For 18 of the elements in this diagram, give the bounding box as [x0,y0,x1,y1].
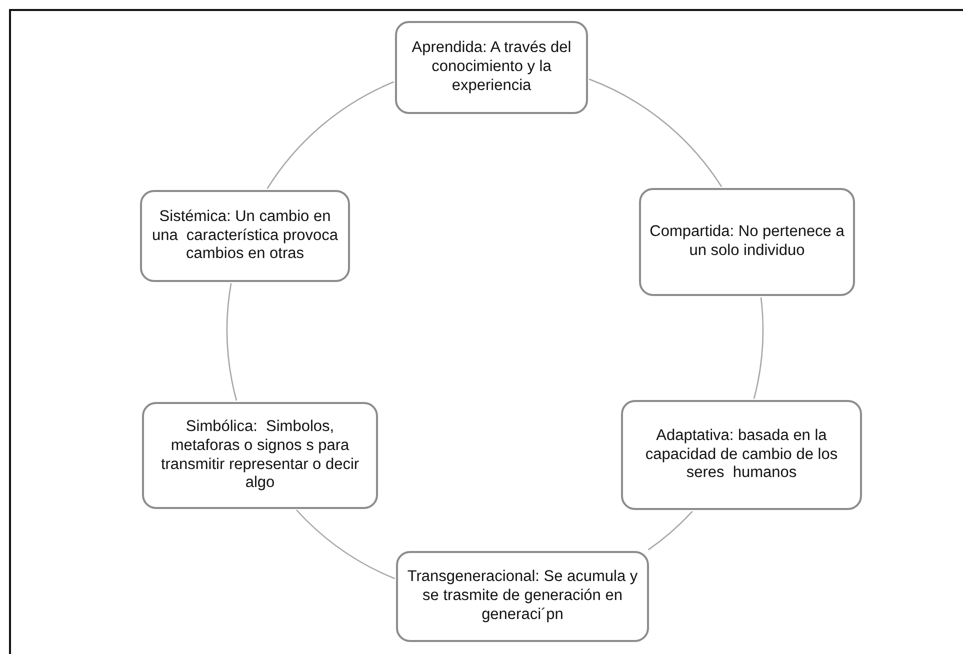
connector-arc [226,283,238,401]
box-text: Adaptativa: basada en la capacidad de cambio de los seres humanos [644,426,839,484]
rounded-box [395,21,588,114]
rounded-box [396,551,649,642]
box-text: Sistémica: Un cambio en una característica provoca cambios en otras [150,208,340,264]
box-text: Aprendida: A través del conocimiento y la experiencia [410,39,572,96]
connector-arc [266,81,394,189]
rounded-box [142,402,378,509]
connector-arc [753,297,764,399]
rounded-box [639,188,855,296]
connector-arc [588,78,722,188]
connector-arc [296,510,396,580]
rounded-box [621,400,862,510]
box-text: Simbólica: Simbolos, metaforas o signos s para transmitir representar o decir algo [160,418,360,494]
rounded-box [140,190,350,282]
box-text: Transgeneracional: Se acumula y se trasmite de generación en generaci´pn [406,568,639,625]
connector-arc [648,510,693,550]
box-text: Compartida: No pertenece a un solo individuo [648,223,846,261]
